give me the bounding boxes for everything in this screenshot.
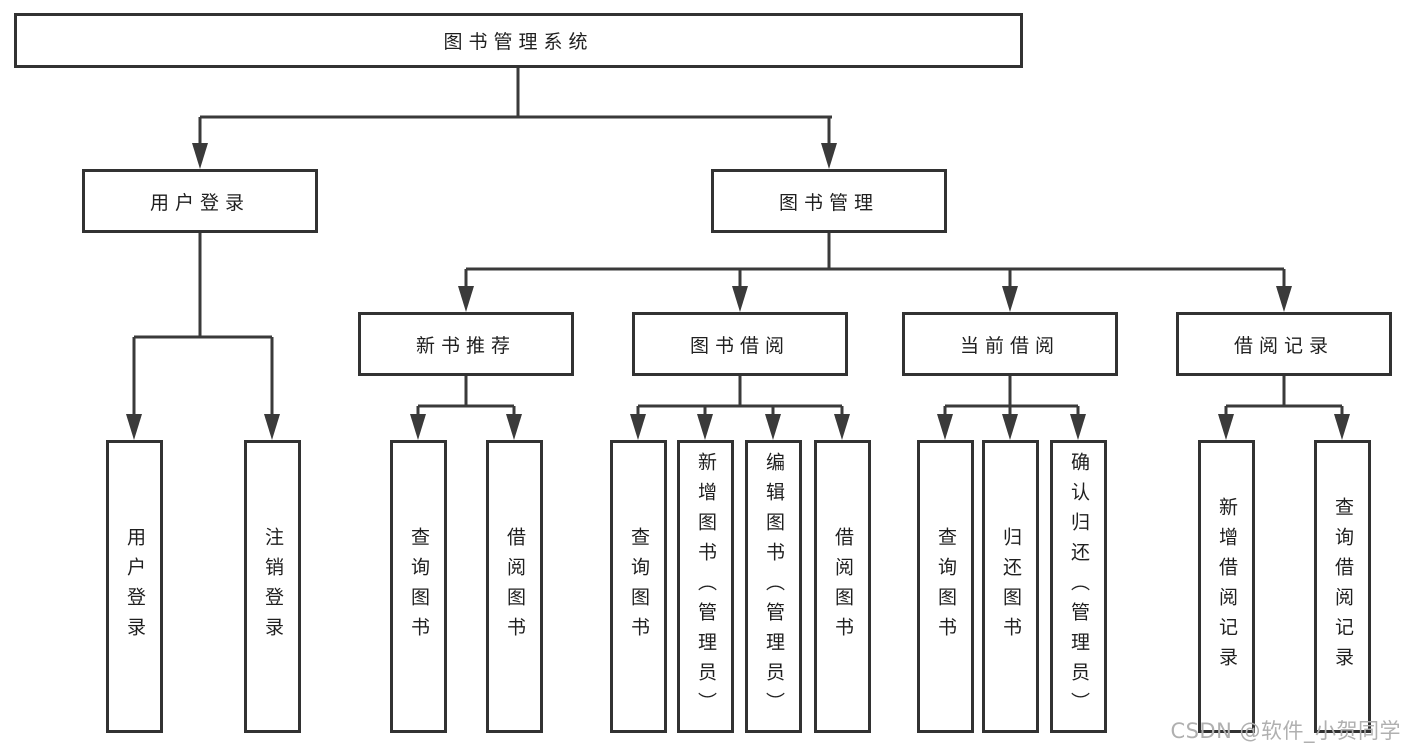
leaf-add-book-admin-label: 新增图书（管理员） (695, 451, 717, 722)
leaf-user-login-label: 用户登录 (124, 526, 146, 647)
leaf-return-book-label: 归还图书 (1000, 526, 1022, 647)
leaf-logout: 注销登录 (244, 440, 301, 733)
leaf-query-books-borrow: 查询图书 (610, 440, 667, 733)
leaf-query-books-current-label: 查询图书 (935, 526, 957, 647)
node-book-borrow-label: 图书借阅 (689, 334, 790, 357)
node-borrow-records-label: 借阅记录 (1233, 334, 1334, 357)
node-user-login-branch: 用户登录 (82, 169, 318, 233)
leaf-confirm-return-admin: 确认归还（管理员） (1050, 440, 1107, 733)
leaf-user-login: 用户登录 (106, 440, 163, 733)
node-user-login-branch-label: 用户登录 (149, 191, 250, 214)
leaf-borrow-books-recommend: 借阅图书 (486, 440, 543, 733)
leaf-add-book-admin: 新增图书（管理员） (677, 440, 734, 733)
leaf-edit-book-admin-label: 编辑图书（管理员） (763, 451, 785, 722)
leaf-add-borrow-record: 新增借阅记录 (1198, 440, 1255, 733)
leaf-query-books-borrow-label: 查询图书 (628, 526, 650, 647)
leaf-return-book: 归还图书 (982, 440, 1039, 733)
node-borrow-records: 借阅记录 (1176, 312, 1392, 376)
csdn-watermark: CSDN @软件_小贺同学 (1170, 719, 1401, 743)
leaf-borrow-books-recommend-label: 借阅图书 (504, 526, 526, 647)
leaf-query-books-current: 查询图书 (917, 440, 974, 733)
leaf-query-borrow-record: 查询借阅记录 (1314, 440, 1371, 733)
leaf-query-borrow-record-label: 查询借阅记录 (1332, 496, 1354, 677)
node-book-borrow: 图书借阅 (632, 312, 848, 376)
node-current-borrow: 当前借阅 (902, 312, 1118, 376)
node-root-label: 图书管理系统 (443, 31, 594, 53)
node-current-borrow-label: 当前借阅 (959, 334, 1060, 357)
node-book-management-label: 图书管理 (778, 191, 879, 214)
leaf-query-books-recommend: 查询图书 (390, 440, 447, 733)
leaf-add-borrow-record-label: 新增借阅记录 (1216, 496, 1238, 677)
leaf-confirm-return-admin-label: 确认归还（管理员） (1068, 451, 1090, 722)
arrowhead-icons (126, 143, 1350, 440)
leaf-borrow-books-borrow-label: 借阅图书 (832, 526, 854, 647)
leaf-query-books-recommend-label: 查询图书 (408, 526, 430, 647)
leaf-borrow-books-borrow: 借阅图书 (814, 440, 871, 733)
node-new-book-recommend-label: 新书推荐 (415, 334, 516, 357)
node-book-management: 图书管理 (711, 169, 947, 233)
node-new-book-recommend: 新书推荐 (358, 312, 574, 376)
node-root: 图书管理系统 (14, 13, 1023, 68)
leaf-edit-book-admin: 编辑图书（管理员） (745, 440, 802, 733)
leaf-logout-label: 注销登录 (262, 526, 284, 647)
